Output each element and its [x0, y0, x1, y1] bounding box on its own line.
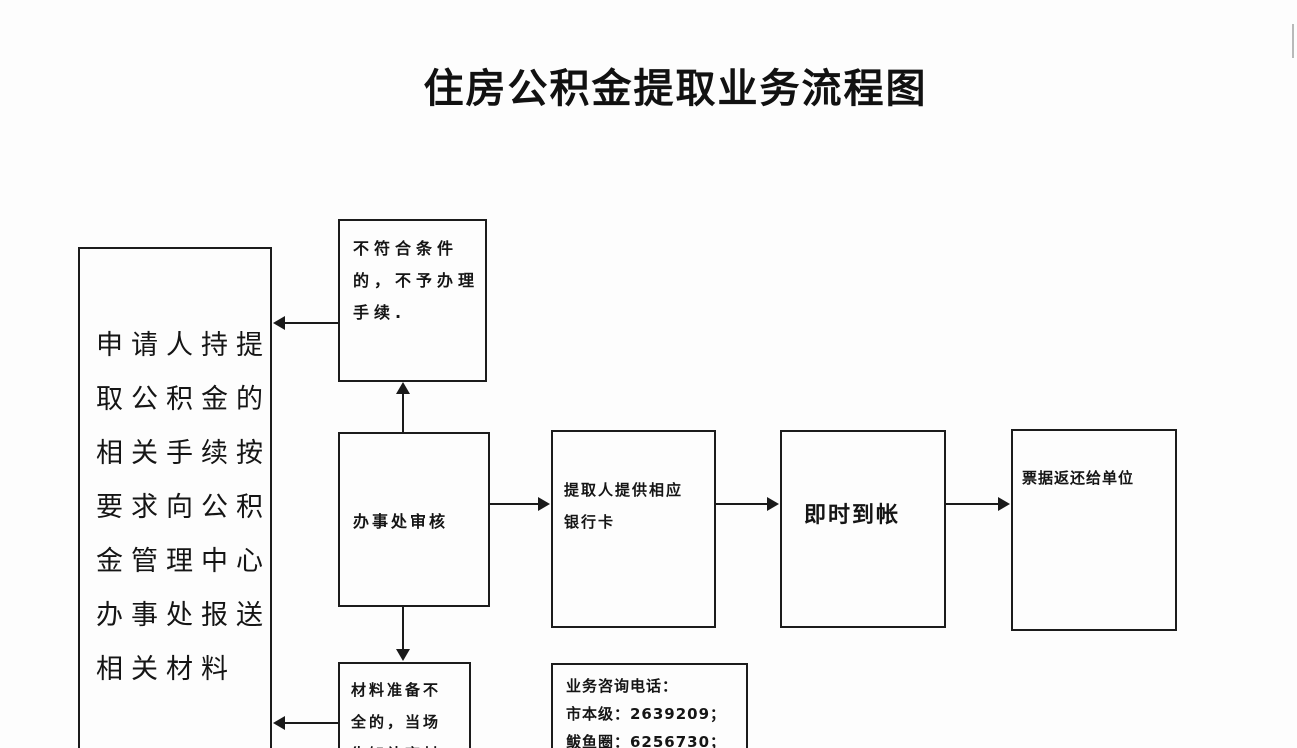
node-incomplete-materials: 材料准备不 全的，当场 告知补齐材 — [338, 662, 471, 748]
arrow-line — [946, 503, 1000, 505]
node-text-line: 即时到帐 — [804, 503, 901, 528]
node-text-line: 银行卡 — [564, 513, 616, 531]
arrow-line — [402, 392, 404, 432]
node-provide-bank-card: 提取人提供相应 银行卡 — [551, 430, 716, 628]
arrow-line — [490, 503, 540, 505]
arrow-down-icon — [396, 649, 410, 661]
arrow-line — [402, 607, 404, 651]
node-text-line: 取公积金的 — [96, 384, 271, 415]
arrow-line — [283, 722, 338, 724]
node-text-line: 不符合条件 — [353, 239, 459, 258]
node-text-line: 鲅鱼圈：6256730； — [566, 733, 727, 748]
node-text-line: 相关材料 — [96, 654, 236, 685]
arrow-line — [283, 322, 338, 324]
arrow-line — [716, 503, 769, 505]
arrow-up-icon — [396, 382, 410, 394]
node-text-line: 全的，当场 — [351, 713, 442, 731]
node-text-line: 要求向公积 — [96, 492, 271, 523]
node-text-line: 办事处报送 — [96, 600, 271, 631]
node-text-line: 业务咨询电话： — [566, 677, 679, 695]
arrow-right-icon — [998, 497, 1010, 511]
node-instant-credit: 即时到帐 — [780, 430, 946, 628]
node-office-review: 办事处审核 — [338, 432, 490, 607]
node-text-line: 材料准备不 — [351, 681, 442, 699]
node-text-line: 金管理中心 — [96, 546, 271, 577]
node-text-line: 票据返还给单位 — [1022, 469, 1135, 487]
node-text-line: 的，不予办理 — [353, 271, 480, 290]
node-text-line: 告知补齐材 — [351, 738, 469, 748]
node-text-line: 相关手续按 — [96, 438, 271, 469]
node-text-line: 申请人持提 — [96, 330, 271, 361]
node-text-line: 市本级：2639209； — [566, 705, 727, 723]
arrow-left-icon — [273, 316, 285, 330]
arrow-right-icon — [767, 497, 779, 511]
scan-artifact-line — [1292, 24, 1294, 58]
node-reject-not-qualified: 不符合条件 的，不予办理 手续. — [338, 219, 487, 382]
node-text-line: 提取人提供相应 — [564, 481, 684, 499]
arrow-right-icon — [538, 497, 550, 511]
arrow-left-icon — [273, 716, 285, 730]
page-title: 住房公积金提取业务流程图 — [423, 66, 928, 112]
node-bills-returned: 票据返还给单位 — [1011, 429, 1177, 631]
node-applicant-materials: 申请人持提 取公积金的 相关手续按 要求向公积 金管理中心 办事处报送 相关材料 — [78, 247, 272, 748]
node-text-line: 办事处审核 — [353, 511, 449, 531]
node-hotline-phones: 业务咨询电话： 市本级：2639209； 鲅鱼圈：6256730； — [551, 663, 748, 748]
node-text-line: 手续. — [353, 303, 407, 322]
